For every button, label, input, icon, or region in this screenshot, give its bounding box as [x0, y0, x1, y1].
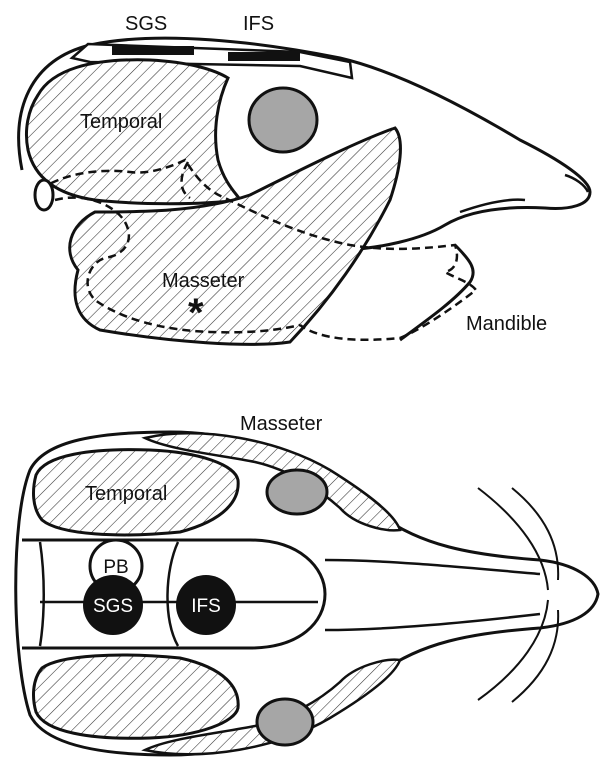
skull-inner-left: [40, 542, 44, 646]
whisker-lower-2: [512, 610, 558, 702]
skull-inner-mid: [167, 542, 178, 646]
dorsal-eye-lower: [257, 699, 313, 745]
dorsal-snout-line-bottom: [325, 614, 540, 630]
lower-jaw-line: [400, 245, 473, 340]
sgs-electrode-bar: [112, 46, 194, 55]
lateral-masseter-label: Masseter: [162, 270, 245, 292]
whisker-upper-2: [512, 488, 558, 580]
mandible-label: Mandible: [466, 313, 547, 335]
sgs-electrode-label: SGS: [93, 596, 133, 617]
dorsal-snout-line-top: [325, 560, 540, 574]
ifs-electrode-bar: [228, 52, 300, 61]
ifs-electrode-label: IFS: [191, 596, 221, 617]
dorsal-temporal-label: Temporal: [85, 483, 167, 505]
lateral-ear: [35, 180, 53, 210]
pb-label: PB: [103, 557, 128, 578]
dorsal-masseter-label: Masseter: [240, 413, 323, 435]
masseter-asterisk: *: [188, 291, 204, 335]
lateral-temporal-label: Temporal: [80, 111, 162, 133]
lateral-view: SGS IFS Temporal Masseter * Mandible: [19, 13, 590, 344]
lateral-eye: [249, 88, 317, 152]
lateral-sgs-label: SGS: [125, 13, 167, 35]
dorsal-temporal-lower: [34, 655, 239, 738]
lateral-ifs-label: IFS: [243, 13, 274, 35]
dorsal-view: Masseter Temporal PB SGS IFS: [16, 413, 598, 755]
dorsal-eye-upper: [267, 470, 327, 514]
